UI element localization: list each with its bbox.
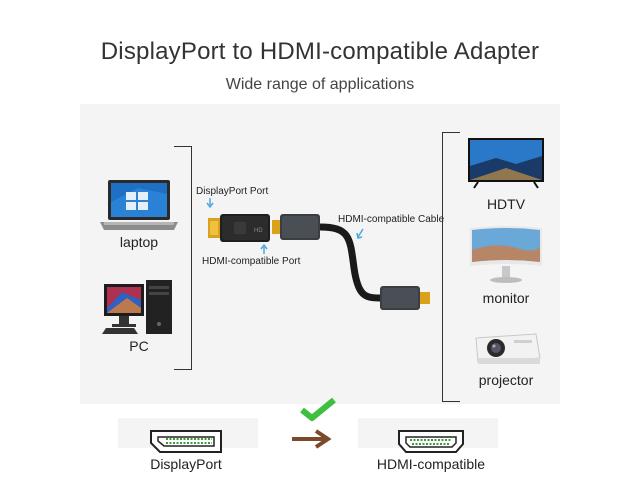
display-label-monitor: monitor: [482, 290, 530, 306]
displayport-port-label: DisplayPort Port: [196, 186, 269, 197]
displayport-connector-icon: [150, 430, 222, 453]
svg-text:HD: HD: [254, 228, 263, 234]
projector-icon: [475, 333, 541, 364]
hdtv-icon: [468, 138, 544, 189]
from-label: DisplayPort: [150, 456, 222, 472]
to-label: HDMI-compatible: [376, 456, 486, 472]
hdmi-cable-label: HDMI-compatible Cable: [338, 214, 445, 225]
dp-to-hdmi-adapter-icon: HD: [208, 214, 270, 242]
monitor-icon: [470, 226, 542, 283]
arrow-right-icon: [292, 429, 332, 449]
page-subtitle: Wide range of applications: [225, 76, 415, 93]
hdmi-port-label: HDMI-compatible Port: [202, 256, 301, 267]
hdmi-cable-icon: [272, 214, 430, 310]
laptop-icon: [100, 180, 178, 230]
arrow-up-icon: [260, 244, 268, 254]
checkmark-icon: [300, 397, 336, 421]
arrow-down-icon: [206, 198, 214, 208]
display-label-hdtv: HDTV: [486, 196, 526, 212]
page-title: DisplayPort to HDMI-compatible Adapter: [100, 38, 540, 65]
source-label-pc: PC: [129, 338, 149, 354]
display-label-projector: projector: [478, 372, 534, 388]
arrow-down-left-icon: [356, 228, 364, 239]
displays-bracket: [442, 132, 460, 402]
hdmi-connector-icon: [398, 430, 464, 453]
desktop-pc-icon: [102, 280, 172, 334]
sources-bracket: [174, 146, 192, 370]
source-label-laptop: laptop: [119, 234, 159, 250]
